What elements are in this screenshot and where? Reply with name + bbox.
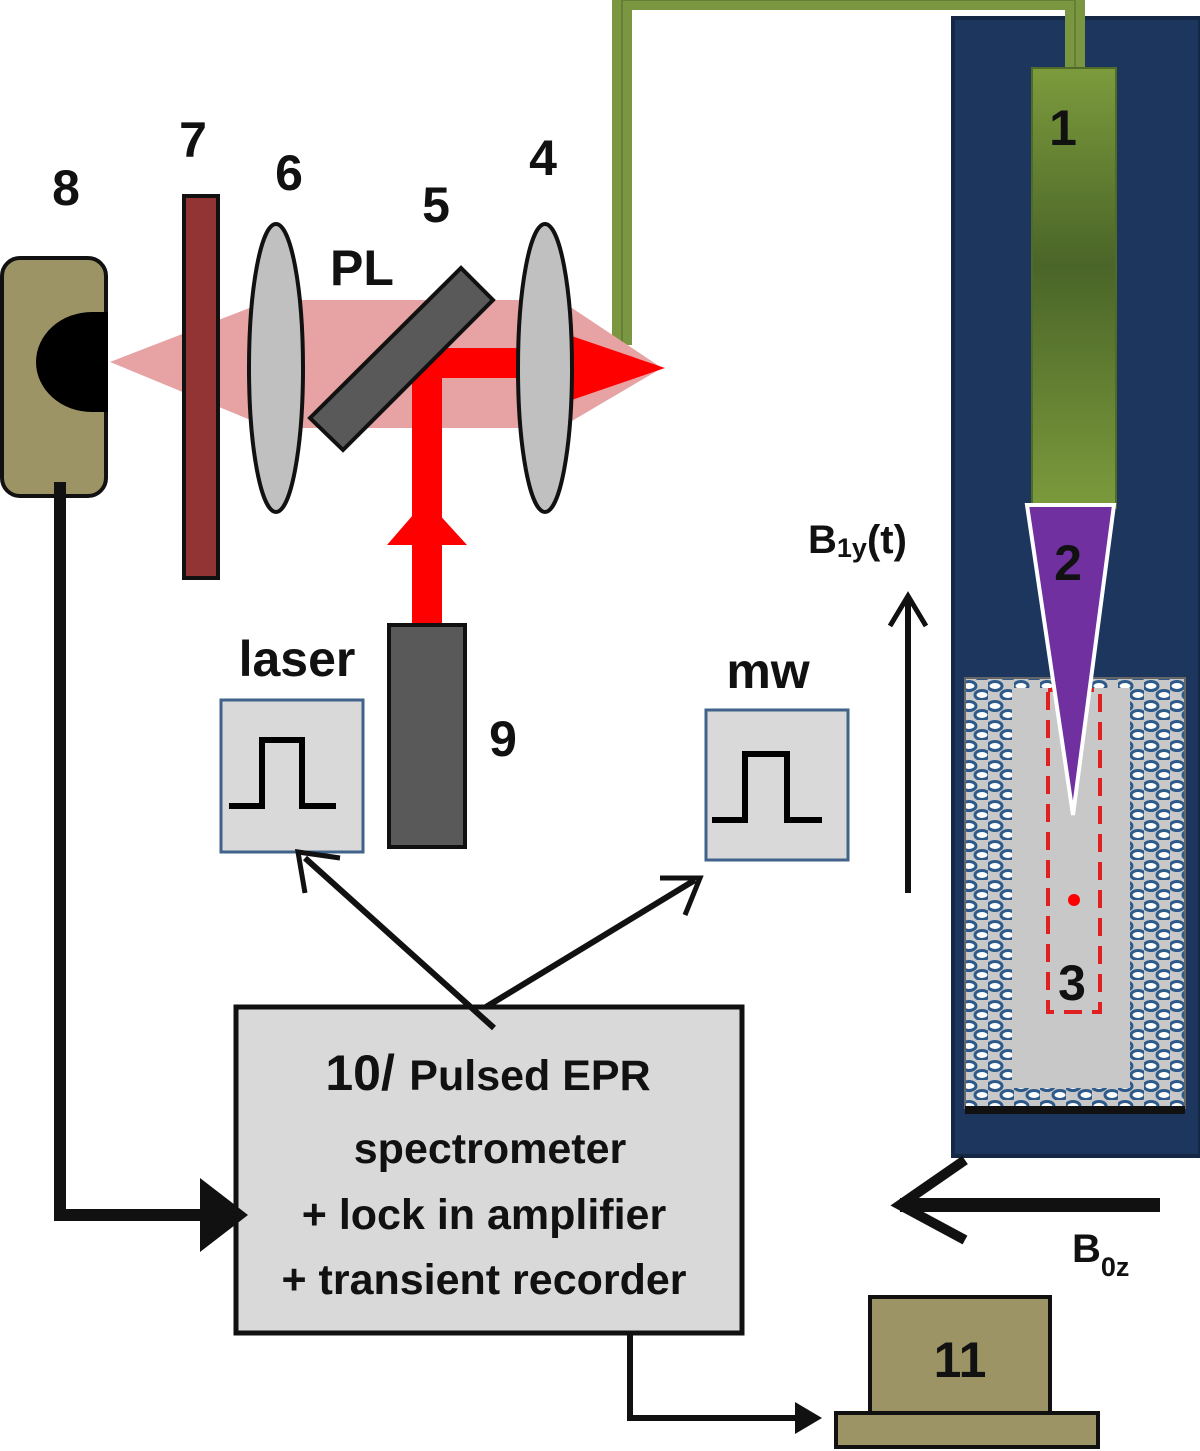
label-1: 1 bbox=[1049, 100, 1077, 156]
label-mw: mw bbox=[726, 643, 809, 699]
trigger-line-mw bbox=[484, 877, 697, 1010]
photodiode bbox=[36, 312, 108, 412]
label-11: 11 bbox=[934, 1332, 987, 1388]
spectrometer-title-text: Pulsed EPR bbox=[409, 1052, 650, 1100]
spectrometer-box bbox=[233, 1004, 745, 1336]
laser-pulse-box bbox=[219, 698, 365, 854]
label-5: 5 bbox=[422, 177, 450, 233]
label-3: 3 bbox=[1058, 955, 1086, 1011]
signal-line bbox=[54, 482, 210, 1221]
label-7: 7 bbox=[179, 112, 207, 168]
computer-11 bbox=[868, 1295, 1052, 1417]
label-4: 4 bbox=[529, 130, 557, 186]
filter-7 bbox=[182, 194, 220, 580]
b0-field-label: B0z bbox=[1072, 1227, 1129, 1282]
output-arrowhead bbox=[795, 1402, 822, 1434]
spectrometer-number: 10/ bbox=[325, 1045, 395, 1101]
spectrometer-line3: + lock in amplifier bbox=[302, 1191, 667, 1239]
label-9: 9 bbox=[489, 711, 517, 767]
trigger-line-laser bbox=[302, 855, 497, 1031]
mw-pulse-box bbox=[704, 708, 850, 862]
label-pl: PL bbox=[330, 240, 394, 296]
trigger-arrowhead-laser bbox=[294, 849, 341, 894]
output-line bbox=[627, 1333, 795, 1421]
label-8: 8 bbox=[52, 160, 80, 216]
label-2: 2 bbox=[1054, 535, 1082, 591]
tapered-fiber-tip bbox=[1024, 503, 1117, 816]
spectrometer-line4: + transient recorder bbox=[281, 1256, 686, 1304]
trigger-arrowhead-mw bbox=[660, 875, 704, 916]
laser-pulse-waveform bbox=[229, 737, 336, 809]
b1-field-label: B1y(t) bbox=[808, 518, 907, 563]
lens-6 bbox=[247, 222, 305, 514]
b0-field-arrowhead bbox=[890, 1155, 968, 1245]
signal-arrowhead bbox=[200, 1178, 248, 1252]
mw-pulse-waveform bbox=[712, 751, 822, 823]
b1-field-arrowhead bbox=[887, 591, 929, 628]
spectrometer-line2: spectrometer bbox=[354, 1125, 627, 1173]
fiber-holder bbox=[1031, 67, 1117, 509]
label-laser: laser bbox=[239, 631, 356, 687]
spectrometer-title: 10/ Pulsed EPR bbox=[325, 1045, 650, 1101]
dichroic-mirror-5 bbox=[307, 265, 496, 453]
laser-9 bbox=[387, 623, 467, 849]
laser-beam-vertical bbox=[412, 540, 442, 630]
label-6: 6 bbox=[275, 145, 303, 201]
nv-center-dot bbox=[1068, 894, 1080, 906]
computer-base bbox=[834, 1411, 1100, 1449]
laser-focus bbox=[560, 332, 665, 404]
lens-4 bbox=[516, 222, 574, 514]
